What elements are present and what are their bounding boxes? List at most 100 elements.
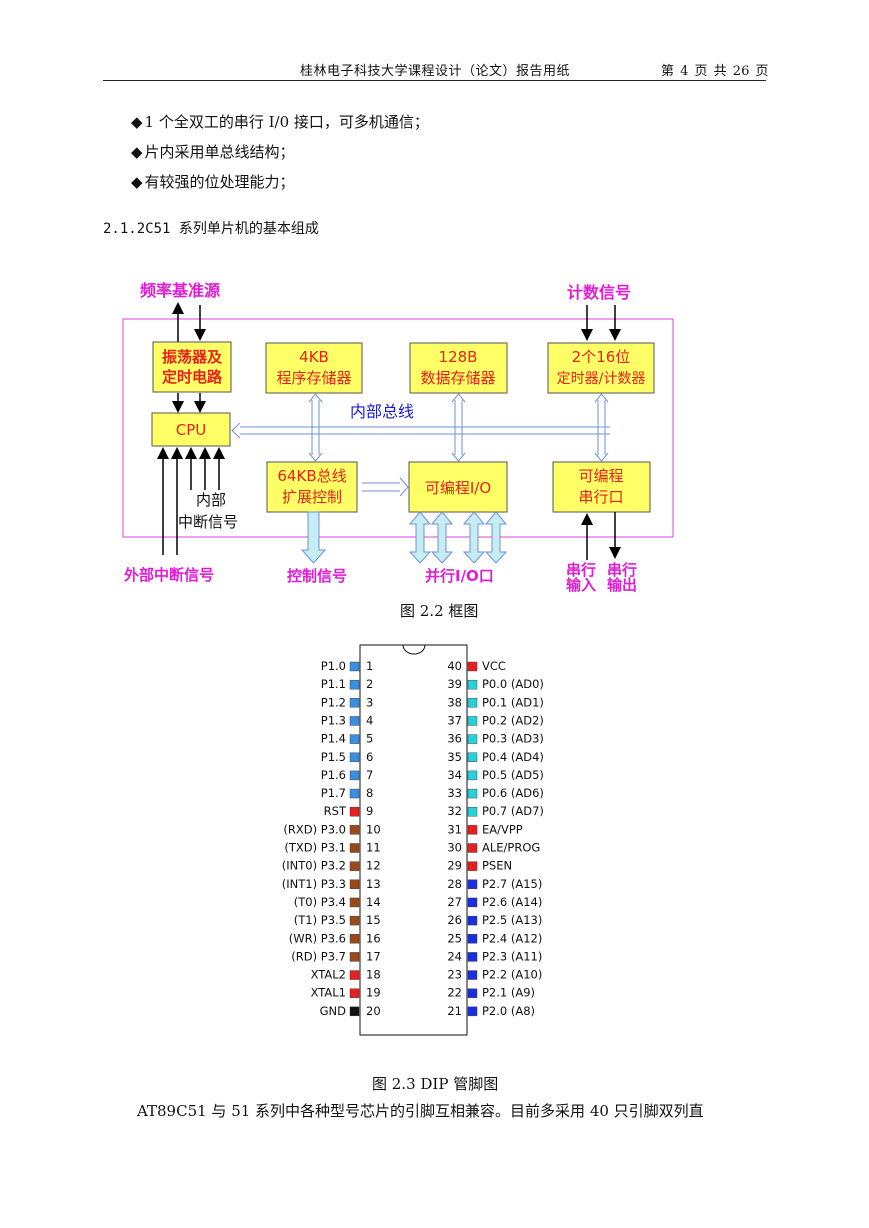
- pin-label: P2.6 (A14): [482, 895, 542, 909]
- count-signal-label: 计数信号: [567, 283, 631, 302]
- pin-marker: [349, 734, 360, 744]
- pin-label: ALE/PROG: [482, 841, 540, 855]
- pin-marker: [349, 788, 360, 799]
- pin-marker: [349, 770, 360, 781]
- parallel-io-box: [408, 461, 508, 513]
- pin-number: 1: [366, 659, 373, 673]
- pin-number: 3: [366, 695, 373, 709]
- figure-caption-2-3: 图 2.3 DIP 管脚图: [372, 1075, 499, 1093]
- pin-label: P1.4: [321, 732, 346, 746]
- pin-label: P1.5: [321, 750, 346, 764]
- pin-number: 6: [366, 750, 373, 764]
- pin-label: PSEN: [482, 859, 512, 873]
- parallel-io-arrows: [408, 511, 508, 564]
- pin-number: 8: [366, 786, 373, 800]
- bus-control-line2: 扩展控制: [282, 488, 342, 506]
- pin-number: 37: [447, 713, 462, 727]
- bus-control-line1: 64KB总线: [277, 467, 346, 485]
- section-heading: 2.1.2C51 系列单片机的基本组成: [103, 221, 319, 237]
- bullet-text: 1 个全双工的串行 I/0 接口，可多机通信；: [144, 113, 429, 131]
- ram-line2: 数据存储器: [420, 369, 495, 387]
- pin-label: VCC: [482, 659, 506, 673]
- header-divider: [103, 80, 766, 81]
- pin-label: P2.0 (A8): [482, 1004, 535, 1018]
- pin-marker: [467, 1006, 478, 1017]
- timer-box: [547, 342, 655, 394]
- pin-marker: [349, 934, 360, 944]
- pin-label: XTAL2: [311, 968, 346, 982]
- pin-marker: [349, 716, 360, 726]
- pin-number: 12: [366, 859, 381, 873]
- pin-number: 24: [447, 949, 462, 963]
- pin-marker: [349, 679, 360, 690]
- pin-label: P1.1: [321, 677, 346, 691]
- pin-marker: [349, 915, 360, 926]
- pin-label: P0.0 (AD0): [482, 677, 544, 691]
- pin-label: P2.1 (A9): [482, 986, 535, 1000]
- pin-marker: [467, 825, 478, 835]
- pin-marker: [467, 897, 478, 908]
- rom-box: [265, 342, 363, 394]
- pin-number: 26: [447, 913, 462, 927]
- dip-chip-body: [359, 644, 468, 1036]
- cpu-label: CPU: [176, 421, 207, 439]
- pin-number: 35: [447, 750, 462, 764]
- pin-number: 2: [366, 677, 373, 691]
- bullet-text: 有较强的位处理能力；: [144, 173, 295, 191]
- pin-number: 7: [366, 768, 373, 782]
- pin-label: P0.3 (AD3): [482, 732, 544, 746]
- pin-marker: [467, 879, 478, 889]
- control-signal-label: 控制信号: [287, 567, 347, 585]
- pin-number: 36: [447, 732, 462, 746]
- pin-marker: [467, 661, 478, 672]
- pin-marker: [349, 698, 360, 708]
- bullet-item: ◆有较强的位处理能力；: [131, 171, 295, 192]
- internal-bus-label: 内部总线: [350, 402, 414, 421]
- pin-marker: [349, 752, 360, 762]
- pin-number: 11: [366, 841, 381, 855]
- pin-label: (RD) P3.7: [291, 949, 346, 963]
- serial-port-line1: 可编程: [578, 467, 623, 485]
- pin-number: 18: [366, 968, 381, 982]
- body-paragraph: AT89C51 与 51 系列中各种型号芯片的引脚互相兼容。目前多采用 40 只…: [137, 1102, 704, 1120]
- pin-number: 28: [447, 877, 462, 891]
- internal-int-line1: 内部: [196, 491, 226, 509]
- pin-label: (INT0) P3.2: [282, 859, 346, 873]
- pin-marker: [349, 807, 360, 817]
- bullet-item: ◆片内采用单总线结构；: [131, 141, 295, 162]
- pin-label: (TXD) P3.1: [284, 841, 346, 855]
- internal-int-line2: 中断信号: [178, 513, 238, 531]
- pin-marker: [349, 897, 360, 908]
- pin-number: 22: [447, 986, 462, 1000]
- pin-number: 4: [366, 713, 373, 727]
- figure-caption-2-2: 图 2.2 框图: [400, 602, 479, 620]
- pin-label: (T0) P3.4: [294, 895, 346, 909]
- pin-number: 15: [366, 913, 381, 927]
- pin-marker: [349, 825, 360, 835]
- pin-number: 38: [447, 695, 462, 709]
- pin-label: P0.6 (AD6): [482, 786, 544, 800]
- pin-number: 9: [366, 804, 373, 818]
- pin-marker: [349, 861, 360, 871]
- pin-label: EA/VPP: [482, 822, 523, 836]
- pin-label: P2.7 (A15): [482, 877, 542, 891]
- pin-label: P1.3: [321, 713, 346, 727]
- bus-to-io-arrow: [362, 477, 409, 497]
- pin-marker: [467, 807, 478, 817]
- serial-port-line2: 串行口: [578, 488, 623, 506]
- pin-label: P0.1 (AD1): [482, 695, 544, 709]
- pin-marker: [349, 970, 360, 980]
- pin-label: P0.7 (AD7): [482, 804, 544, 818]
- pin-number: 32: [447, 804, 462, 818]
- pin-marker: [349, 843, 360, 853]
- pin-marker: [467, 752, 478, 762]
- chip-boundary: [122, 318, 674, 538]
- pin-marker: [349, 1006, 360, 1017]
- pin-label: P2.5 (A13): [482, 913, 542, 927]
- pin-number: 23: [447, 968, 462, 982]
- pin-number: 40: [447, 659, 462, 673]
- pin-label: P2.4 (A12): [482, 931, 542, 945]
- pin-label: P1.2: [321, 695, 346, 709]
